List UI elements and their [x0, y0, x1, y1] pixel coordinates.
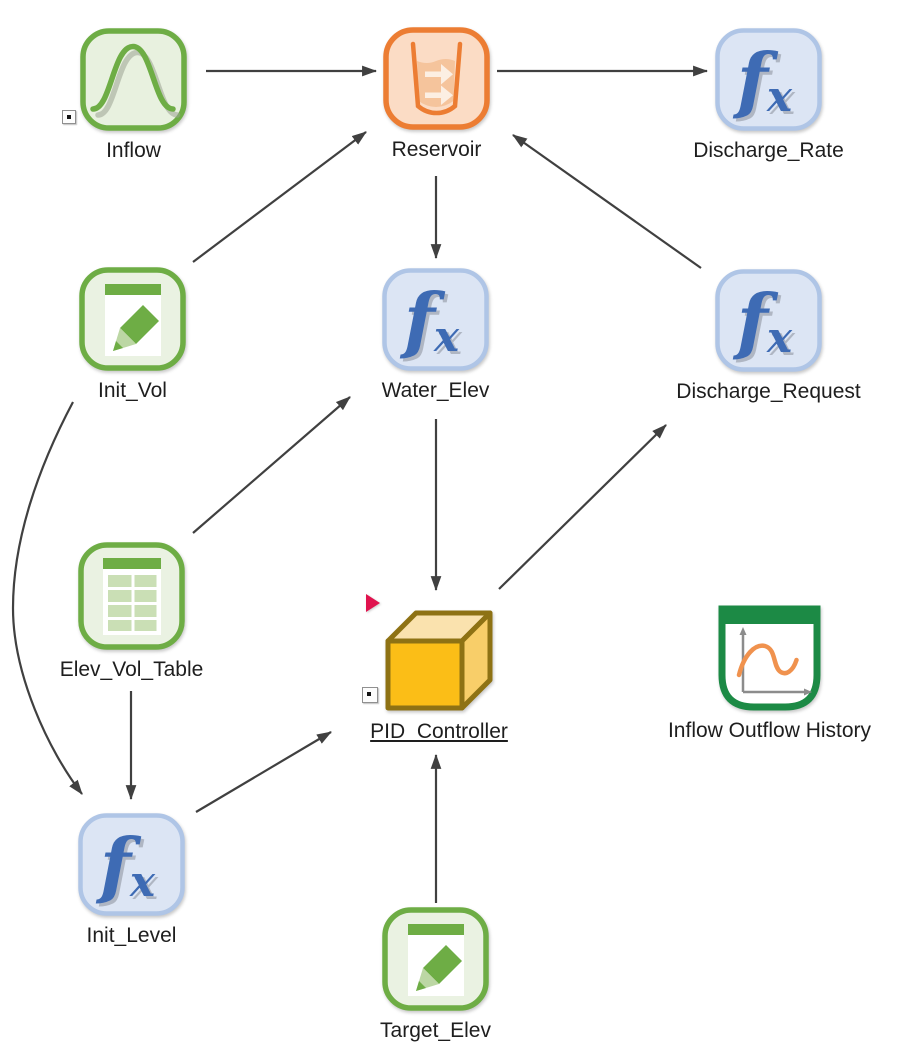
arrow-discharge-request-to-reservoir	[512, 134, 702, 269]
node-label-inflow-outflow-history[interactable]: Inflow Outflow History	[667, 719, 872, 742]
time-history-result-icon[interactable]	[716, 604, 823, 711]
stochastic-bell-curve-icon[interactable]	[80, 28, 187, 131]
pid-controller-status-badge	[362, 687, 378, 703]
node-elev-vol-table[interactable]: Elev_Vol_Table	[60, 542, 203, 682]
node-inflow[interactable]: Inflow	[80, 28, 187, 163]
node-label-init-vol[interactable]: Init_Vol	[98, 379, 167, 402]
reservoir-container-icon[interactable]	[383, 27, 490, 130]
node-label-water-elev[interactable]: Water_Elev	[381, 379, 490, 402]
node-target-elev[interactable]: Target_Elev	[380, 907, 491, 1043]
node-label-reservoir[interactable]: Reservoir	[391, 138, 482, 161]
run-pointer-flag-icon	[366, 594, 380, 612]
arrow-pid-controller-to-discharge-request	[498, 424, 667, 590]
expression-fx-icon[interactable]: fx fx	[715, 269, 822, 372]
data-pencil-icon[interactable]	[382, 907, 489, 1011]
node-discharge-rate[interactable]: fx fx Discharge_Rate	[693, 28, 844, 163]
arrow-init-vol-to-init-level	[11, 401, 83, 795]
node-label-pid-controller[interactable]: PID_Controller	[370, 720, 508, 743]
node-init-level[interactable]: fx fx Init_Level	[78, 813, 185, 948]
container-cube-icon[interactable]	[383, 600, 495, 712]
node-label-discharge-rate[interactable]: Discharge_Rate	[693, 139, 844, 162]
arrow-init-vol-to-reservoir	[192, 131, 367, 263]
expression-fx-icon[interactable]: fx fx	[78, 813, 185, 916]
node-label-init-level[interactable]: Init_Level	[86, 924, 177, 947]
node-label-discharge-request[interactable]: Discharge_Request	[676, 380, 861, 403]
node-init-vol[interactable]: Init_Vol	[79, 267, 186, 403]
node-label-elev-vol-table[interactable]: Elev_Vol_Table	[59, 658, 204, 681]
lookup-table-icon[interactable]	[78, 542, 185, 650]
data-pencil-icon[interactable]	[79, 267, 186, 371]
expression-fx-icon[interactable]: fx fx	[715, 28, 822, 131]
inflow-status-badge	[62, 110, 76, 124]
node-label-inflow[interactable]: Inflow	[106, 139, 161, 162]
node-label-target-elev[interactable]: Target_Elev	[380, 1019, 491, 1042]
expression-fx-icon[interactable]: fx fx	[382, 268, 489, 371]
arrow-init-level-to-pid-controller	[195, 731, 332, 813]
node-pid-controller[interactable]: PID_Controller	[370, 600, 508, 744]
node-discharge-request[interactable]: fx fx Discharge_Request	[676, 269, 861, 404]
arrow-elev-vol-table-to-water-elev	[192, 396, 351, 534]
node-inflow-outflow-history[interactable]: Inflow Outflow History	[668, 604, 871, 743]
node-reservoir[interactable]: Reservoir	[383, 27, 490, 162]
svg-text:fx: fx	[735, 281, 796, 366]
svg-text:fx: fx	[732, 37, 793, 122]
node-water-elev[interactable]: fx fx Water_Elev	[382, 268, 489, 403]
